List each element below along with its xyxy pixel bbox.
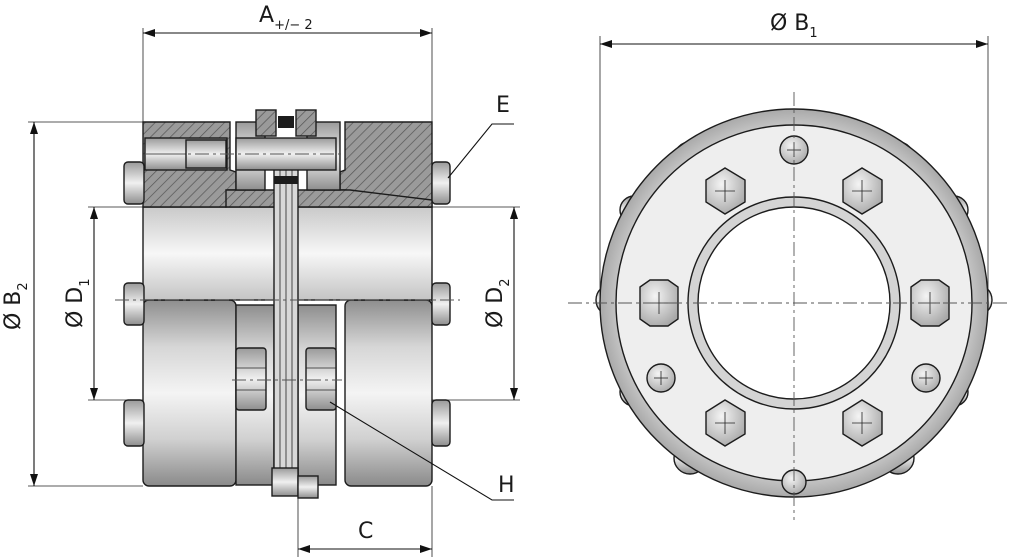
clamping-screws-right xyxy=(431,161,451,447)
label-E: E xyxy=(496,93,510,118)
label-D1: Ø D1 xyxy=(63,278,93,328)
leader-H xyxy=(329,401,514,501)
front-view xyxy=(568,36,1008,520)
hex-nut-left xyxy=(235,347,267,411)
label-D2: Ø D2 xyxy=(483,278,513,328)
right-hub-drum xyxy=(344,299,433,487)
label-B2: Ø B2 xyxy=(1,282,31,330)
label-B1: Ø B1 xyxy=(770,11,818,41)
label-A: A+/− 2 xyxy=(259,3,313,33)
hex-nut-right xyxy=(305,347,337,411)
leader-E xyxy=(447,123,514,179)
label-C: C xyxy=(358,519,373,544)
axial-screw-head xyxy=(185,139,227,169)
side-view xyxy=(28,28,520,557)
clamping-screws-left xyxy=(123,161,145,447)
label-H: H xyxy=(498,473,515,498)
left-hub-drum xyxy=(142,299,237,487)
